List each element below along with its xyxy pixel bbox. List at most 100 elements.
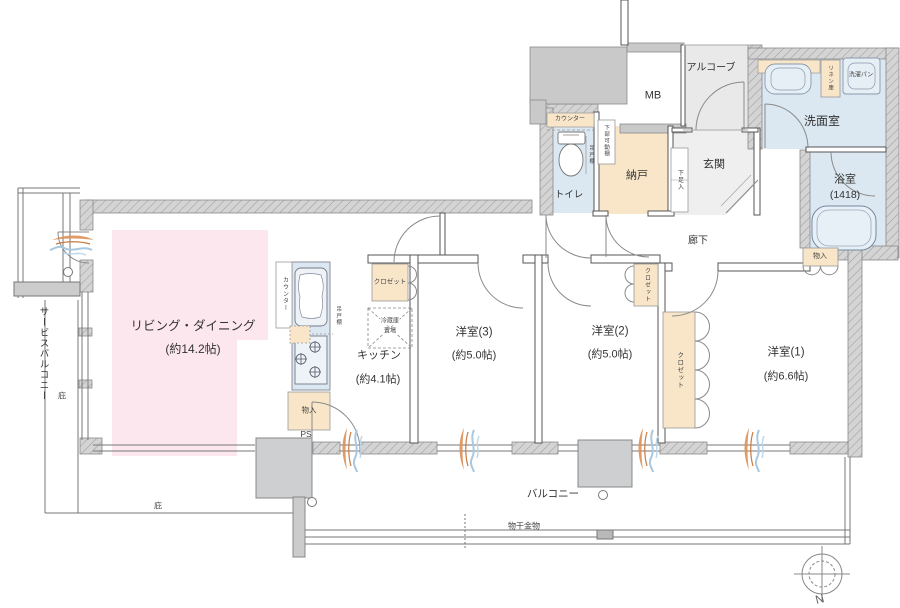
linen-cabinet [820,59,841,98]
closet-bedroom1-box [662,311,696,429]
wall-mb-right [680,44,686,127]
label-storage-kitchen: 物入 [301,405,317,415]
balcony-exterior [13,44,851,558]
fixtures [275,57,881,431]
label-meter-box: MB [644,89,662,102]
wall-corridor-bed2 [590,254,661,264]
label-bedroom3: 洋室(3) [455,326,493,339]
label-laundry-pan: 洗濯パン [848,72,874,79]
alcove-floor [683,45,748,130]
wall-south-stub2 [359,441,438,455]
label-bedroom1-area: (約6.6帖) [763,370,809,383]
airflow-icon [743,427,765,473]
room-floors [112,45,886,456]
refrigerator-space [367,307,413,349]
wall-stub-top [620,0,629,46]
wall-north-living [84,199,533,214]
wall-kitchen-bed3 [409,254,419,444]
closet-bedroom2-box [633,263,659,307]
label-bathroom: 浴室 [834,173,856,186]
label-bedroom3-area: (約5.0帖) [451,349,497,362]
wall-washroom-top [747,47,899,60]
label-storage-room: 納戸 [626,169,648,182]
window-tie-2 [78,379,93,389]
label-toilet: トイレ [554,189,584,201]
label-kitchen-area: (約4.1帖) [355,373,401,386]
wall-mb-top [626,42,685,53]
wall-bath-left [799,149,811,249]
double-door-storage-bath [802,265,839,276]
label-bedroom2: 洋室(2) [591,325,629,338]
interior-walls [367,0,887,444]
stove-burners [295,341,321,378]
window-tie-1 [78,327,93,337]
label-corridor: 廊下 [688,235,708,247]
door-bathroom [830,151,876,197]
label-alcove: アルコーブ [686,62,736,74]
folding-door-closet2 [624,265,635,303]
folding-door-closet1 [694,311,710,429]
wash-basin [764,63,812,95]
airflow-icon [49,234,95,256]
label-kitchen: キッチン [357,349,401,362]
label-washroom: 洗面室 [803,114,841,129]
doors [57,81,876,451]
wall-mass-nw-entrance [529,46,628,105]
compass [794,546,850,602]
airflow-icon [458,427,480,473]
label-storage-bath: 物入 [813,252,827,260]
wall-south-stub1 [312,441,341,455]
label-bedroom2-area: (約5.0帖) [587,348,633,361]
label-shoe-cabinet: 下足入 [676,169,683,191]
label-eaves-bottom: 庇 [154,501,162,511]
label-closet-bedroom1: クロゼット [675,351,683,389]
kitchen-stove [294,335,328,385]
label-lower-movable-shelf: 下部可動棚 [603,124,610,158]
wall-genkan-right [753,127,761,216]
lower-movable-shelf [597,119,616,165]
airflow-icon [341,427,363,473]
wall-bed1-top-b [717,262,811,272]
door-storage-room [605,214,650,258]
label-eaves-left: 庇 [58,391,66,401]
label-service-balcony: サービスバルコニー [37,306,49,402]
balcony-partition [292,496,306,558]
label-pipe-space: PS [300,429,312,440]
wall-east-main [847,245,863,458]
kitchen-counter-strip [275,261,293,329]
ac-unit-left [255,437,313,499]
label-closet-bedroom2: クロゼット [643,267,650,303]
wall-west-2 [79,259,94,293]
living-dining-floor [112,230,268,456]
bathtub [811,205,877,251]
storage-kitchen-box [287,391,331,431]
label-toilet-hanging-cupboard: 吊戸棚 [588,145,595,165]
door-bedroom3 [477,262,524,309]
label-bathroom-size: (1418) [829,188,861,201]
label-entrance: 玄関 [703,158,725,171]
toilet-counter [546,112,595,128]
entrance-floor [672,130,758,215]
label-living-dining: リビング・ダイニング [130,318,256,333]
wall-corridor-top-a [592,210,609,217]
wall-south-stub4 [659,441,708,455]
wall-mass-step [529,99,547,125]
label-refrigerator-space-1: 冷蔵庫 [379,318,401,326]
label-linen-cabinet: リネン庫 [827,65,834,91]
toilet-fixture [557,131,586,177]
door-front [695,81,745,131]
label-kitchen-counter: カウンター [281,276,288,312]
label-toilet-counter: カウンター [554,116,586,123]
label-living-dining-area: (約14.2帖) [165,342,221,357]
wall-corridor-top-b [647,210,675,217]
label-balcony: バルコニー [526,487,580,500]
wall-washroom-bath [805,146,887,153]
outer-walls [78,44,900,458]
ac-unit-center [577,439,633,488]
label-bedroom1: 洋室(1) [767,346,805,359]
kitchen-hanging-cupboard-box [289,325,311,344]
door-bedroom2 [547,262,592,307]
wall-south-stub5 [789,441,849,455]
door-toilet [545,214,592,259]
